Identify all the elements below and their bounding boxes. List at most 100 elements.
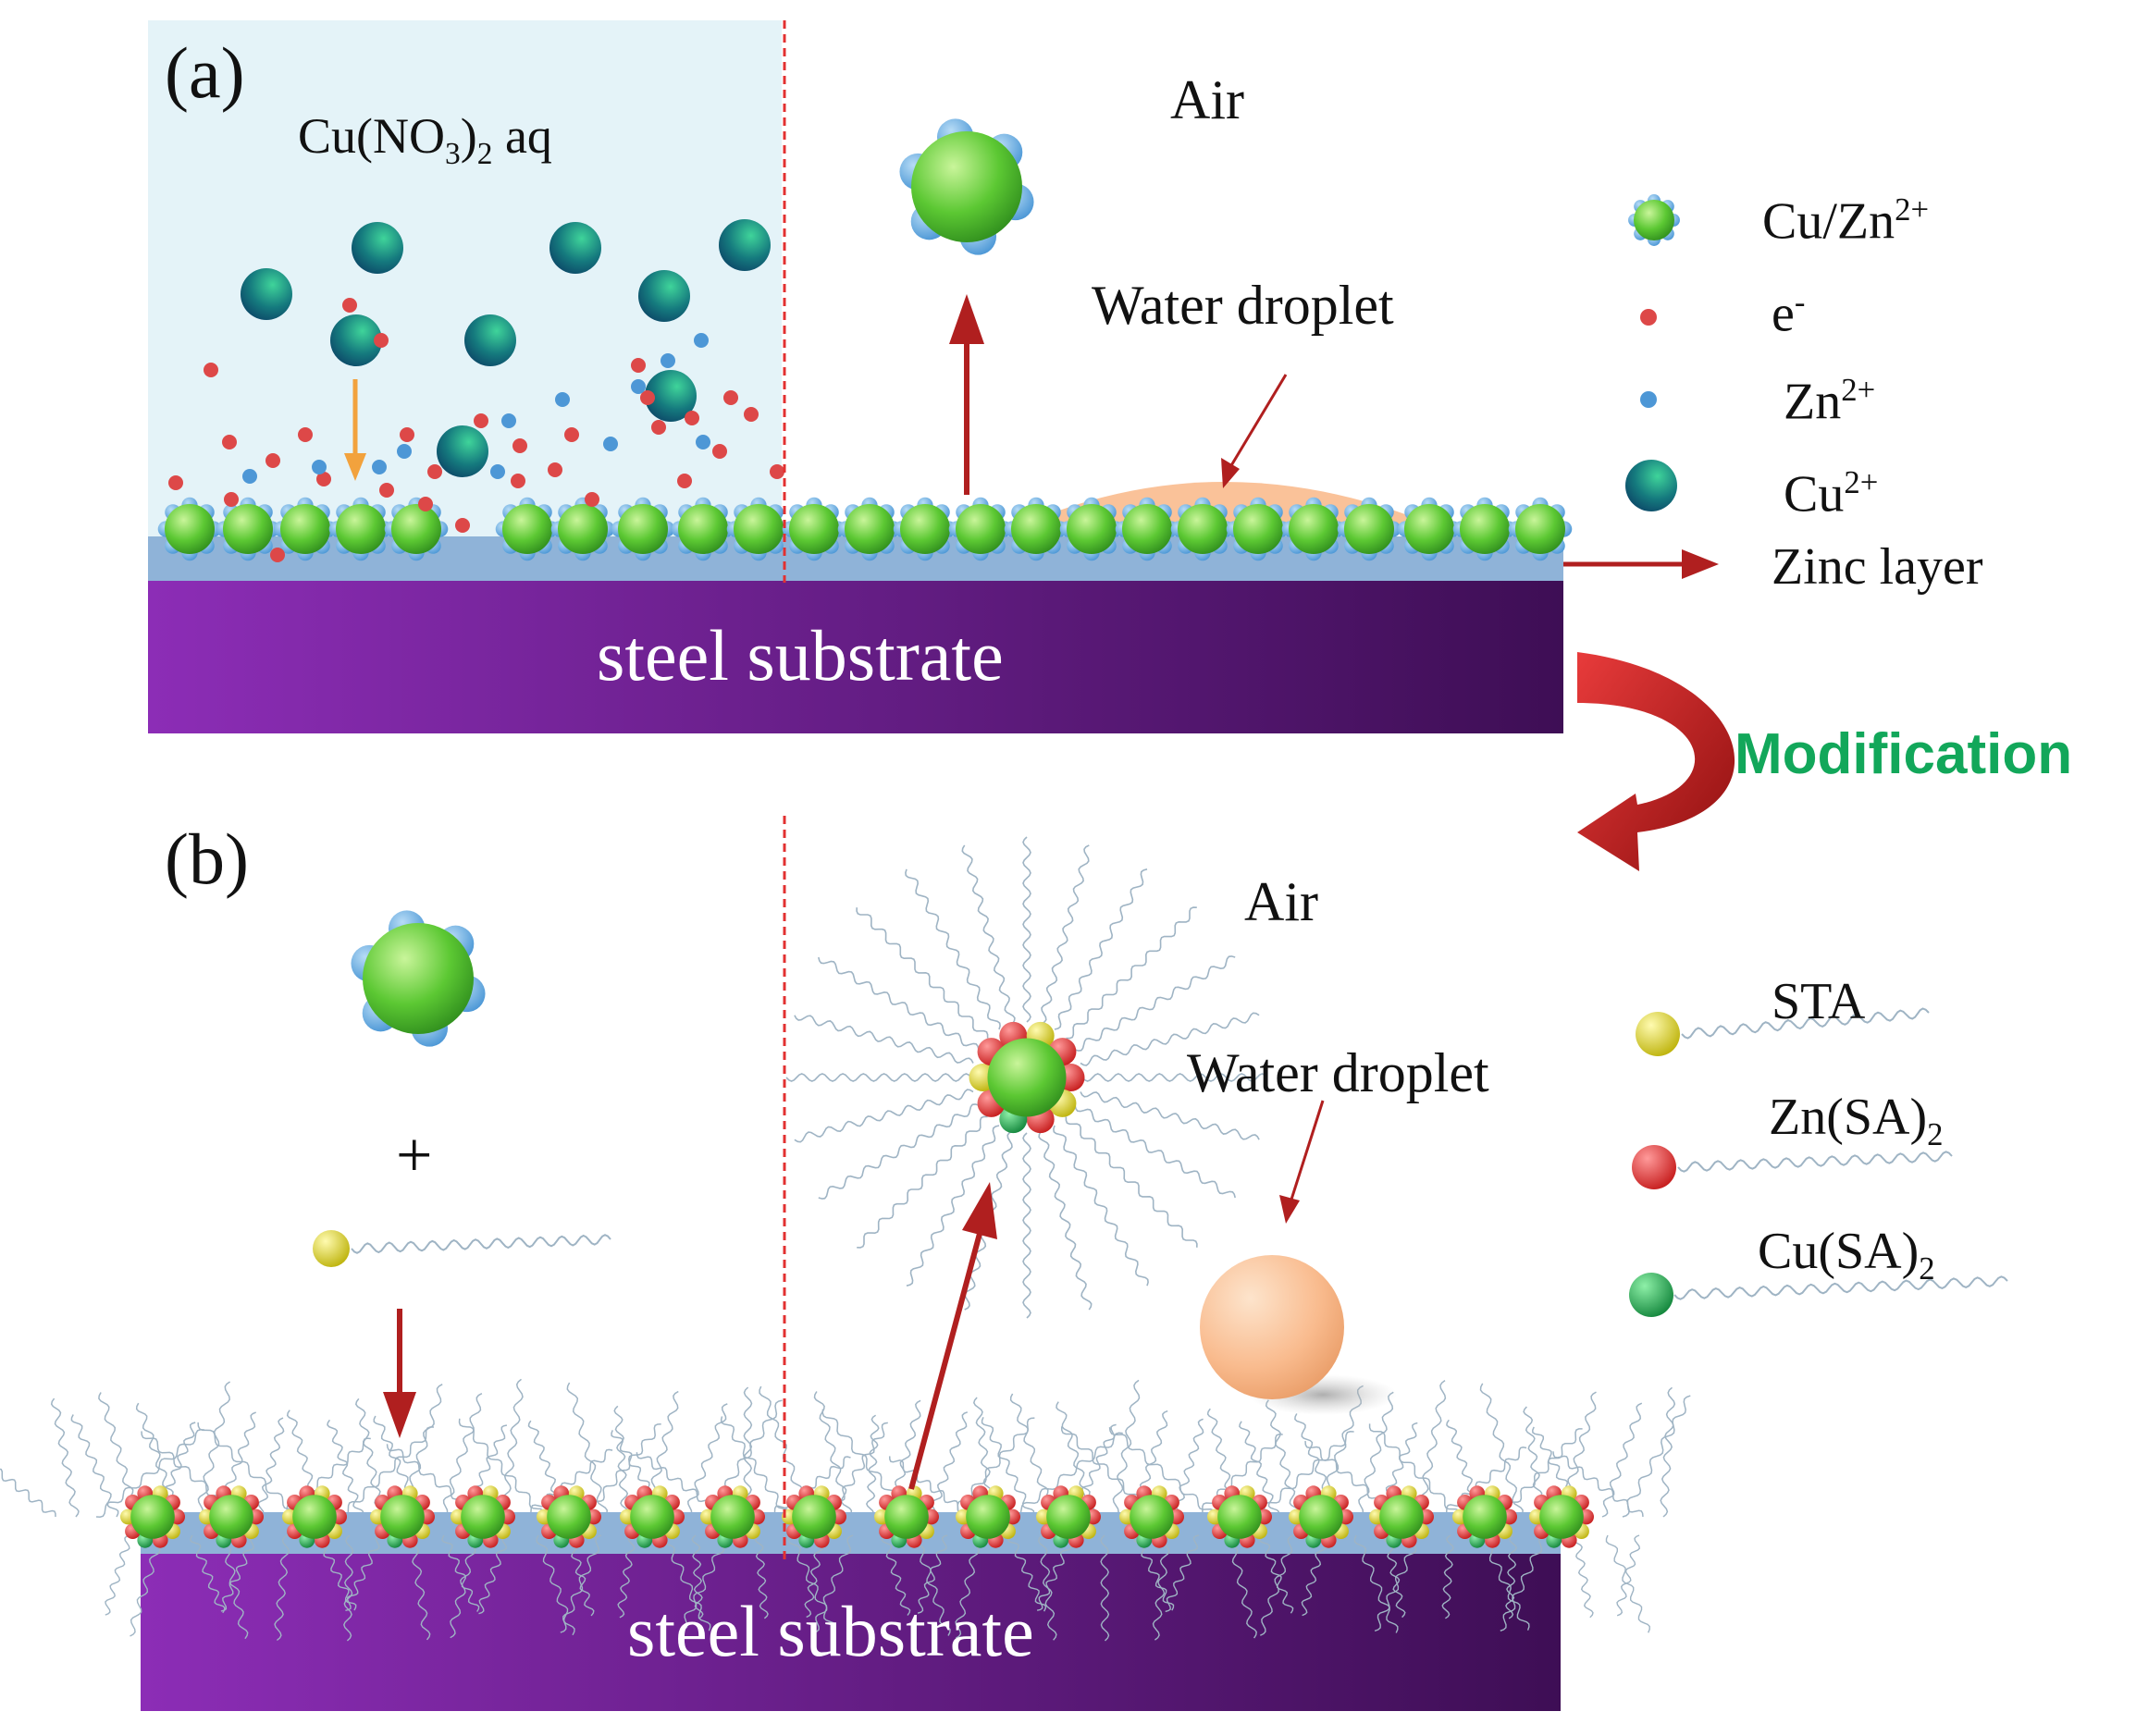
alkyl-chain: [197, 1381, 231, 1518]
electron: [418, 497, 433, 511]
alkyl-chain: [523, 1448, 613, 1519]
cuzn-surface-particle: [1508, 497, 1573, 561]
zinc-layer-arrow: [1563, 549, 1719, 579]
alkyl-chain: [1622, 1395, 1691, 1518]
alkyl-chain: [1165, 1534, 1200, 1613]
modification-arrow: [1577, 652, 1735, 871]
zn-ion: [694, 333, 709, 348]
sta-molecule-head: [313, 1230, 350, 1267]
legend-b-icons: [1629, 1007, 2008, 1317]
modified-surface-particle: [370, 1485, 435, 1548]
electron: [564, 427, 579, 442]
electron: [400, 427, 414, 442]
solution-ions: [168, 219, 784, 562]
electron: [585, 492, 599, 507]
cuzn-surface-particle: [1281, 497, 1346, 561]
modified-surface-particle: [1369, 1485, 1434, 1548]
surface-particles-b: [120, 1485, 1594, 1548]
cuzn-surface-particle: [1397, 497, 1462, 561]
alkyl-chain: [865, 1414, 880, 1518]
alkyl-chain: [617, 1534, 636, 1619]
cuzn-surface-particle: [1337, 497, 1401, 561]
alkyl-chain: [1552, 1451, 1644, 1518]
legend-cuzn-icon: [1628, 194, 1680, 246]
droplet-label-b: Water droplet: [1187, 1042, 1489, 1103]
alkyl-chain: [0, 1468, 56, 1518]
legend-zn-icon: [1640, 391, 1657, 408]
legend-electron-label: e-: [1772, 284, 1806, 343]
cu-ion: [352, 222, 403, 274]
electron: [651, 420, 666, 435]
legend-cusa-label: Cu(SA)2: [1758, 1223, 1935, 1287]
legend-cusa-icon: [1629, 1273, 1673, 1317]
zinc-layer-label: Zinc layer: [1772, 538, 1983, 596]
cuzn-surface-particle: [157, 497, 222, 561]
alkyl-chain: [50, 1397, 80, 1518]
cu-ion: [638, 270, 690, 322]
alkyl-chain: [441, 1534, 480, 1612]
zn-ion: [490, 464, 505, 479]
down-arrow-b: [383, 1309, 416, 1438]
cuzn-surface-particle: [611, 497, 675, 561]
alkyl-chain: [1301, 1534, 1326, 1617]
alkyl-chain: [818, 1103, 980, 1200]
substrate-label-a: steel substrate: [597, 615, 1004, 696]
electron: [744, 407, 759, 422]
cuzn-surface-particle: [726, 497, 791, 561]
cuzn-surface-particle: [1115, 497, 1179, 561]
alkyl-chain: [1080, 1012, 1260, 1066]
legend-cu-label: Cu2+: [1784, 464, 1879, 523]
droplet-pointer-a: [1221, 374, 1288, 488]
electron: [379, 483, 394, 498]
cu-ion: [719, 219, 771, 271]
cuzn-surface-particle: [1452, 497, 1517, 561]
reactants-b: [313, 910, 611, 1267]
alkyl-chain: [661, 1534, 711, 1631]
alkyl-chain: [478, 1534, 508, 1615]
modified-surface-particle: [620, 1485, 685, 1548]
alkyl-chain: [1438, 1447, 1527, 1519]
alkyl-chain: [70, 1414, 119, 1518]
alkyl-chain: [787, 1534, 836, 1631]
alkyl-chain: [130, 1534, 162, 1637]
zn-ion: [312, 460, 327, 474]
cuzn-surface-particle: [550, 497, 615, 561]
cuzn-surface-particle: [328, 497, 393, 561]
steel-substrate-b: [141, 1554, 1561, 1711]
alkyl-chain: [1194, 1434, 1283, 1518]
alkyl-chain: [500, 1378, 524, 1518]
modified-released-particle: [969, 1021, 1085, 1134]
alkyl-chain: [1479, 1534, 1530, 1631]
alkyl-chain: [1038, 1130, 1093, 1311]
cuzn-surface-particle: [893, 497, 957, 561]
alkyl-chain: [1080, 1091, 1260, 1140]
legend-cuzn-label: Cu/Zn2+: [1762, 191, 1930, 251]
alkyl-chain: [961, 844, 1016, 1025]
alkyl-chain: [1265, 1399, 1301, 1518]
cuzn-surface-particle: [837, 497, 902, 561]
zn-ion: [372, 460, 387, 474]
electron: [770, 464, 784, 479]
alkyl-chain: [1660, 1386, 1676, 1518]
alkyl-chain: [1007, 1534, 1047, 1612]
electron: [712, 444, 727, 459]
zn-ion: [501, 413, 516, 428]
alkyl-chain: [1601, 1402, 1643, 1518]
modified-surface-particle: [1119, 1485, 1184, 1548]
alkyl-chain: [1100, 1534, 1110, 1642]
electron: [224, 492, 239, 507]
electron: [374, 333, 389, 348]
legend-cusa-chain: [1673, 1275, 2008, 1300]
modified-surface-particle: [956, 1485, 1020, 1548]
cuzn-surface-particle: [1004, 497, 1068, 561]
electron: [723, 390, 738, 405]
modified-surface-particle: [874, 1485, 939, 1548]
electron: [298, 427, 313, 442]
substrate-label-b: steel substrate: [627, 1591, 1034, 1671]
alkyl-chain: [1259, 1534, 1294, 1614]
electron: [270, 548, 285, 562]
alkyl-chain: [345, 1534, 382, 1611]
electron: [204, 363, 218, 377]
deposition-arrow-a: [344, 379, 366, 481]
panel-b-label: (b): [165, 819, 249, 899]
